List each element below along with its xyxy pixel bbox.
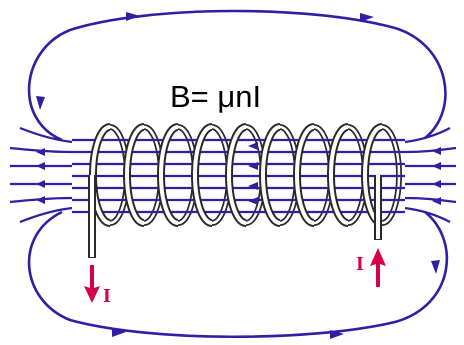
current-left-label: I [103, 285, 111, 307]
coil-turn-front-inner [159, 125, 179, 225]
field-line-arrow-icon [248, 162, 258, 170]
field-line-fringe-right [404, 206, 451, 223]
field-line-arrow-icon [36, 96, 45, 110]
current-arrow-icon [84, 265, 100, 303]
field-lines-fringe [9, 126, 457, 224]
current-indicators: I I [84, 248, 386, 307]
field-line-arrow-icon [126, 12, 140, 21]
field-line-arrow-icon [36, 180, 45, 188]
field-line-arrow-icon [360, 13, 374, 22]
field-line-arrow-icon [432, 162, 441, 170]
coil-turn-front-inner [193, 125, 213, 225]
current-right-label: I [356, 253, 364, 275]
coil-turn-front-inner [295, 125, 315, 225]
field-line-arrow-icon [248, 182, 258, 190]
coil-turn-front-inner [329, 125, 349, 225]
coil-turn-front-inner [227, 125, 247, 225]
field-line-arrow-icon [36, 148, 45, 156]
field-line-arrow-icon [248, 197, 258, 205]
field-line-fringe-right [404, 196, 457, 204]
field-line-arrow-icon [431, 260, 440, 274]
coil-leads [88, 175, 382, 258]
field-line-arrow-icon [248, 142, 258, 150]
current-arrow-icon [370, 248, 386, 287]
field-line-arrow-icon [36, 162, 45, 170]
field-line-fringe-right [404, 127, 451, 144]
field-line-arrow-icon [432, 197, 441, 205]
formula-label: B= μnI [170, 79, 261, 114]
outer-field-loop-top [27, 9, 447, 142]
field-line-arrow-icon [432, 147, 441, 155]
coil-turn-front-inner [261, 125, 281, 225]
field-lines-outer [27, 9, 449, 339]
field-line-arrow-icon [36, 196, 45, 204]
field-line-arrow-icon [330, 330, 344, 339]
outer-field-loop-bottom [27, 210, 449, 339]
field-line-fringe-left [19, 206, 73, 224]
field-line-fringe-right [404, 146, 457, 154]
field-line-fringe-left [19, 126, 73, 144]
field-line-arrow-icon [432, 180, 441, 188]
field-line-arrow-icon [112, 328, 126, 337]
coil-front [89, 123, 383, 227]
coil-turn-front-inner [125, 125, 145, 225]
